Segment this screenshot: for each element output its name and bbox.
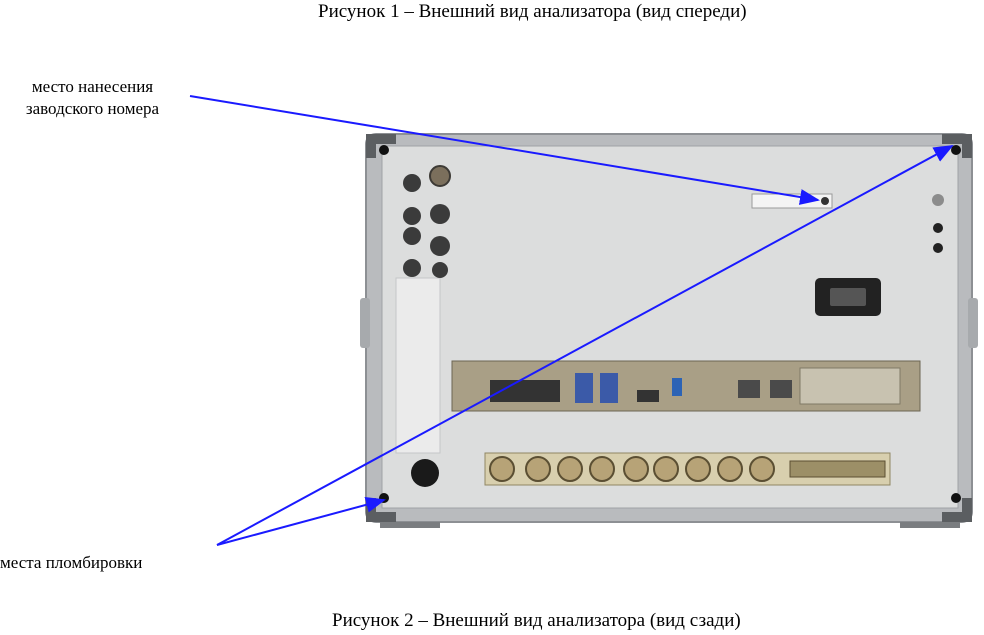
serial-number-location-label: место нанесения заводского номера	[25, 77, 160, 118]
foot	[900, 522, 960, 528]
connector	[430, 236, 450, 256]
port	[490, 380, 560, 402]
round-port	[411, 459, 439, 487]
power-inlet-socket	[830, 288, 866, 306]
usb-port	[575, 373, 593, 403]
lan-port	[738, 380, 760, 398]
right-handle	[968, 298, 978, 348]
seal-arrow-bottom-left	[216, 496, 386, 546]
seal-arrow-top-right	[216, 145, 954, 546]
connector-block	[789, 460, 886, 478]
connector	[932, 194, 944, 206]
port	[637, 390, 659, 402]
left-handle	[360, 298, 370, 348]
connector	[403, 207, 421, 225]
lan-port	[770, 380, 792, 398]
foot	[380, 522, 440, 528]
serial-label-marker	[821, 197, 829, 205]
usb-port	[672, 378, 682, 396]
corner-bumper	[366, 134, 396, 158]
rear-panel	[381, 145, 959, 509]
serial-arrow	[189, 95, 820, 205]
connector	[432, 262, 448, 278]
corner-bumper	[942, 134, 972, 158]
connector	[403, 227, 421, 245]
connector	[403, 174, 421, 192]
connector	[403, 259, 421, 277]
side-cover	[395, 277, 441, 454]
connector	[429, 165, 451, 187]
connector	[933, 223, 943, 233]
figure-1-caption: Рисунок 1 – Внешний вид анализатора (вид…	[318, 1, 747, 22]
analyzer-rear-panel-image	[360, 133, 978, 528]
module-plate	[799, 367, 901, 405]
figure-2-caption: Рисунок 2 – Внешний вид анализатора (вид…	[332, 610, 741, 631]
sealing-locations-label: места пломбировки	[0, 553, 143, 572]
usb-port	[600, 373, 618, 403]
connector	[430, 204, 450, 224]
connector	[933, 243, 943, 253]
corner-bumper	[942, 498, 972, 522]
